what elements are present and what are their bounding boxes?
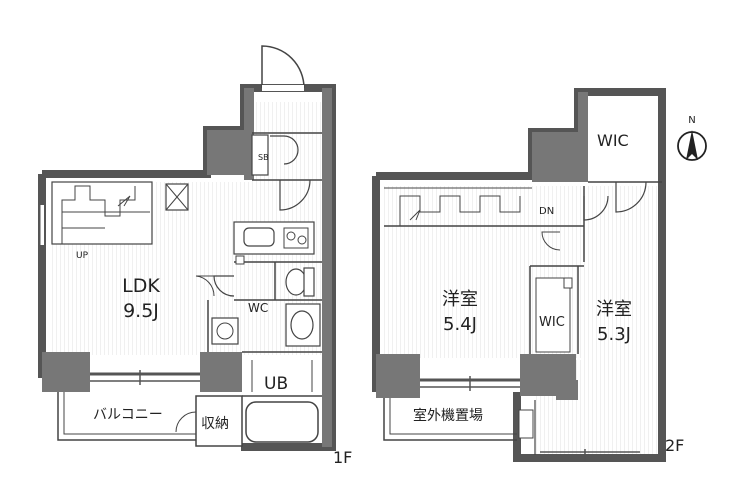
column <box>376 354 420 398</box>
floor1-level: 1F <box>333 448 352 467</box>
outdoor-unit-railing <box>383 398 517 441</box>
east-room-label: 洋室 <box>596 299 632 320</box>
bathtub <box>245 401 319 443</box>
storage-label: 収納 <box>201 416 229 432</box>
staircase-up <box>51 181 153 245</box>
sink-icon <box>243 227 275 247</box>
ldk-label: LDK <box>122 275 160 297</box>
floor2-level: 2F <box>665 436 684 455</box>
sb-label: SB <box>258 153 269 162</box>
stairs-up-label: UP <box>76 251 89 261</box>
west-room-size: 5.4J <box>443 314 477 335</box>
floor-2 <box>372 88 666 462</box>
wic-mid-closet <box>535 277 571 353</box>
washing-machine-pan <box>211 317 239 345</box>
wc-label: WC <box>248 301 268 315</box>
column <box>42 352 90 392</box>
balcony-label: バルコニー <box>93 407 163 423</box>
balcony-railing <box>57 392 196 441</box>
west-room-label: 洋室 <box>442 289 478 310</box>
north-compass-icon: N <box>677 115 707 161</box>
storage <box>195 395 243 447</box>
outdoor-unit-label: 室外機置場 <box>413 407 483 424</box>
entrance-door <box>261 45 305 89</box>
toilet-icon <box>285 268 307 296</box>
shoe-box <box>251 134 269 176</box>
ub-label: UB <box>264 374 288 394</box>
stairs-down-label: DN <box>539 206 554 217</box>
ldk-size: 9.5J <box>123 300 159 322</box>
north-label: N <box>688 115 695 126</box>
column <box>200 352 242 392</box>
wic-mid-label: WIC <box>539 315 565 330</box>
east-room-size: 5.3J <box>597 324 631 345</box>
floor-1 <box>38 45 336 451</box>
wic-top-label: WIC <box>597 131 629 150</box>
staircase-down <box>384 187 584 227</box>
